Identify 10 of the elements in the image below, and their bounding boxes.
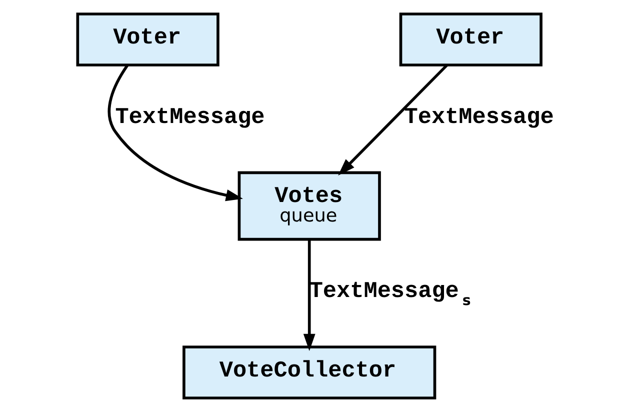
arrow [338, 64, 448, 176]
edge-label: TextMessage$_{s}$ [309, 278, 471, 310]
edge-label: TextMessage [404, 104, 554, 130]
node-box: Voter [399, 12, 542, 66]
edge-label: TextMessage [115, 104, 265, 130]
arrow [303, 239, 316, 351]
node-box: Voter [76, 12, 220, 66]
node-box: Votes queue [238, 171, 381, 241]
arrow [108, 64, 243, 202]
node-box: VoteCollector [182, 346, 436, 400]
